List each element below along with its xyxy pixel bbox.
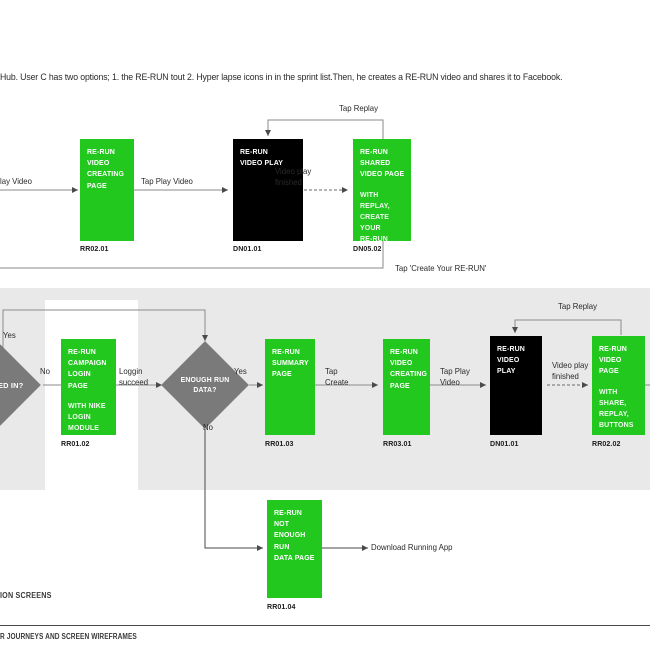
screen-node-rr02-01[interactable]: RE-RUN VIDEO CREATING PAGE xyxy=(80,139,134,241)
screen-code-dn05-02: DN05.02 xyxy=(353,244,382,253)
screen-title: RE-RUN VIDEO PAGE xyxy=(599,344,628,376)
screen-title: RE-RUN NOT ENOUGH RUN DATA PAGE xyxy=(274,508,315,562)
footer-section-note: ION SCREENS xyxy=(0,591,52,600)
label-enough-run-data-yes: Yes xyxy=(234,366,247,376)
label-download-running-app: Download Running App xyxy=(371,542,453,552)
screen-title: RE-RUN VIDEO PLAY xyxy=(497,344,526,376)
label-logged-in-no: No xyxy=(40,366,50,376)
label-tap-play-video-top: Tap Play Video xyxy=(141,176,193,186)
footer-title: R JOURNEYS AND SCREEN WIREFRAMES xyxy=(0,632,137,641)
screen-code-rr01-02: RR01.02 xyxy=(61,439,90,448)
decision-enough-run-data-label: ENOUGH RUN DATA? xyxy=(180,374,230,395)
label-video-play-finished-bottom: Video play finished xyxy=(552,360,589,381)
screen-code-dn01-01-bottom: DN01.01 xyxy=(490,439,519,448)
screen-title: RE-RUN VIDEO CREATING PAGE xyxy=(87,147,125,190)
label-entry-play-video: lay Video xyxy=(0,176,32,186)
screen-code-rr02-02: RR02.02 xyxy=(592,439,621,448)
screen-code-rr01-03: RR01.03 xyxy=(265,439,294,448)
decision-logged-in-label: ED IN? xyxy=(0,381,24,390)
label-tap-create-your-rerun: Tap 'Create Your RE-RUN' xyxy=(395,263,487,273)
screen-code-dn01-01-top: DN01.01 xyxy=(233,244,262,253)
screen-node-dn01-01-bottom[interactable]: RE-RUN VIDEO PLAY xyxy=(490,336,542,435)
screen-code-rr01-04: RR01.04 xyxy=(267,602,296,611)
label-loggin-succeed: Loggin succeed xyxy=(119,366,149,387)
decision-enough-run-data[interactable]: ENOUGH RUN DATA? xyxy=(161,341,249,429)
screen-subtitle: WITH SHARE, REPLAY, BUTTONS xyxy=(599,386,634,430)
screen-node-rr01-03[interactable]: RE-RUN SUMMARY PAGE xyxy=(265,339,315,435)
label-tap-replay-bottom: Tap Replay xyxy=(558,301,598,311)
screen-node-dn01-01-top[interactable]: RE-RUN VIDEO PLAY xyxy=(233,139,303,241)
footer-divider xyxy=(0,625,650,626)
intro-paragraph: Hub. User C has two options; 1. the RE-R… xyxy=(0,72,563,82)
screen-title: RE-RUN SUMMARY PAGE xyxy=(272,347,309,379)
label-tap-play-video-bottom: Tap Play Video xyxy=(440,366,470,387)
screen-title: RE-RUN SHARED VIDEO PAGE xyxy=(360,147,405,179)
screen-node-rr02-02[interactable]: RE-RUN VIDEO PAGE WITH SHARE, REPLAY, BU… xyxy=(592,336,645,435)
label-tap-create: Tap Create xyxy=(325,366,349,387)
screen-node-dn05-02[interactable]: RE-RUN SHARED VIDEO PAGE WITH REPLAY, CR… xyxy=(353,139,411,241)
label-video-play-finished-top: Video play finished xyxy=(275,166,312,187)
screen-code-rr02-01: RR02.01 xyxy=(80,244,109,253)
screen-code-rr03-01: RR03.01 xyxy=(383,439,412,448)
screen-title: RE-RUN CAMPAIGN LOGIN PAGE xyxy=(68,347,107,390)
screen-node-rr03-01[interactable]: RE-RUN VIDEO CREATING PAGE xyxy=(383,339,430,435)
screen-node-rr01-02[interactable]: RE-RUN CAMPAIGN LOGIN PAGE WITH NIKE LOG… xyxy=(61,339,116,435)
screen-subtitle: WITH REPLAY, CREATE YOUR RE-RUN BUTTONS xyxy=(360,189,390,241)
screen-title: RE-RUN VIDEO PLAY xyxy=(240,147,284,168)
screen-subtitle: WITH NIKE LOGIN MODULE xyxy=(68,400,106,433)
label-tap-replay-top: Tap Replay xyxy=(339,103,379,113)
screen-title: RE-RUN VIDEO CREATING PAGE xyxy=(390,347,428,390)
label-logged-in-yes: Yes xyxy=(3,330,16,340)
screen-node-rr01-04[interactable]: RE-RUN NOT ENOUGH RUN DATA PAGE xyxy=(267,500,322,598)
label-enough-run-data-no: No xyxy=(203,422,213,432)
